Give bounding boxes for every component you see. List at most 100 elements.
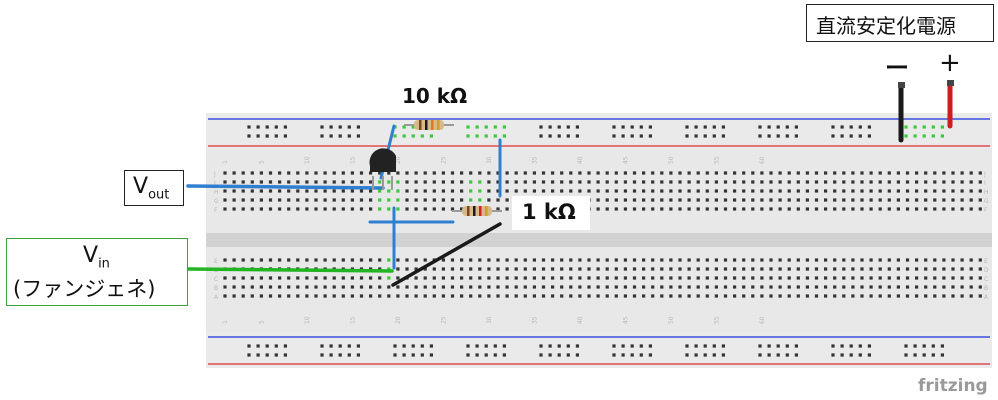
column-number: 1 <box>222 160 229 164</box>
terminal-hole <box>487 267 491 271</box>
terminal-hole <box>605 189 609 193</box>
terminal-hole <box>960 258 964 262</box>
row-letter: G <box>984 198 989 205</box>
terminal-hole <box>569 258 573 262</box>
rail-hole <box>466 125 470 129</box>
terminal-hole <box>978 267 982 271</box>
column-number: 1 <box>222 320 229 324</box>
terminal-hole <box>369 189 373 193</box>
terminal-hole <box>350 285 354 289</box>
terminal-hole <box>796 267 800 271</box>
terminal-hole <box>851 180 855 184</box>
terminal-hole <box>742 285 746 289</box>
terminal-hole <box>241 207 245 211</box>
rail-hole <box>858 134 862 138</box>
terminal-hole <box>541 180 546 184</box>
terminal-hole <box>769 198 773 202</box>
terminal-hole <box>460 276 464 280</box>
terminal-hole <box>769 171 773 175</box>
rail-hole <box>484 125 488 129</box>
terminal-hole <box>751 258 755 262</box>
rail-hole <box>283 125 287 129</box>
terminal-hole <box>714 276 718 280</box>
terminal-hole <box>223 198 227 202</box>
terminal-hole <box>896 207 900 211</box>
terminal-hole <box>396 198 400 202</box>
terminal-hole <box>896 267 900 271</box>
terminal-hole <box>323 198 327 202</box>
rail-hole <box>785 344 789 348</box>
terminal-hole <box>278 198 282 202</box>
terminal-hole <box>623 189 627 193</box>
terminal-hole <box>296 285 300 289</box>
terminal-hole <box>769 267 773 271</box>
terminal-hole <box>796 171 800 175</box>
rail-hole <box>685 344 689 348</box>
terminal-hole <box>314 180 318 184</box>
terminal-hole <box>460 189 464 193</box>
terminal-hole <box>660 180 664 184</box>
rail-hole <box>393 353 397 357</box>
terminal-hole <box>505 180 509 184</box>
terminal-hole <box>660 294 664 298</box>
terminal-hole <box>824 294 828 298</box>
terminal-hole <box>778 285 782 289</box>
rail-hole <box>393 134 397 138</box>
transistor-body <box>369 148 396 172</box>
terminal-hole <box>378 207 382 211</box>
rail-hole <box>685 134 689 138</box>
rail-hole <box>420 344 424 348</box>
terminal-hole <box>378 267 382 271</box>
terminal-hole <box>450 267 455 271</box>
rail-hole <box>347 353 351 357</box>
rail-hole <box>630 353 634 357</box>
resistor-1k-label: 1 kΩ <box>522 200 576 224</box>
terminal-hole <box>287 198 291 202</box>
terminal-hole <box>896 276 900 280</box>
terminal-hole <box>332 171 336 175</box>
row-letter: C <box>984 276 988 283</box>
terminal-hole <box>651 276 655 280</box>
terminal-hole <box>951 189 955 193</box>
terminal-hole <box>378 276 382 280</box>
breadboard <box>206 113 992 368</box>
terminal-hole <box>305 294 309 298</box>
terminal-hole <box>933 294 937 298</box>
terminal-hole <box>814 198 819 202</box>
terminal-hole <box>678 285 682 289</box>
terminal-hole <box>432 267 436 271</box>
terminal-hole <box>587 180 591 184</box>
terminal-hole <box>742 267 746 271</box>
terminal-hole <box>359 285 364 289</box>
terminal-hole <box>642 267 646 271</box>
terminal-hole <box>733 207 737 211</box>
terminal-hole <box>760 180 764 184</box>
terminal-hole <box>814 276 819 280</box>
rail-hole <box>849 344 853 348</box>
rail-hole <box>840 344 844 348</box>
terminal-hole <box>523 180 527 184</box>
terminal-hole <box>851 207 855 211</box>
terminal-hole <box>632 294 637 298</box>
terminal-hole <box>605 285 609 289</box>
terminal-hole <box>605 198 609 202</box>
terminal-hole <box>687 285 691 289</box>
terminal-hole <box>696 285 700 289</box>
terminal-hole <box>933 267 937 271</box>
rail-hole <box>539 125 543 129</box>
terminal-hole <box>814 189 819 193</box>
terminal-hole <box>805 207 809 211</box>
terminal-hole <box>896 171 900 175</box>
terminal-hole <box>933 276 937 280</box>
terminal-hole <box>978 294 982 298</box>
terminal-hole <box>933 171 937 175</box>
resistor-10k-label: 10 kΩ <box>402 84 468 108</box>
rail-hole <box>429 344 433 348</box>
terminal-hole <box>705 258 709 262</box>
terminal-hole <box>869 207 873 211</box>
terminal-hole <box>814 258 819 262</box>
terminal-hole <box>496 294 500 298</box>
terminal-hole <box>824 207 828 211</box>
terminal-hole <box>396 285 400 289</box>
terminal-hole <box>969 294 973 298</box>
